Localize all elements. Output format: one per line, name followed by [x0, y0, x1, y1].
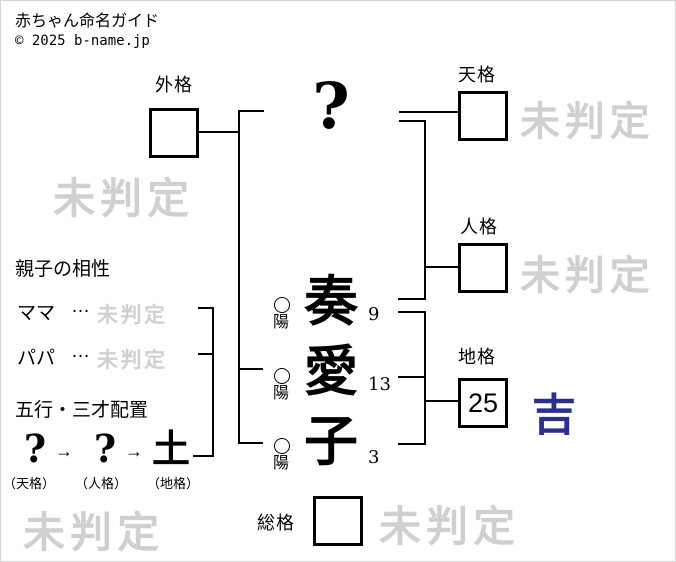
surname-placeholder: ? — [312, 69, 350, 144]
chikaku-status-kichi: 吉 — [532, 390, 576, 441]
soukaku-value-box — [313, 496, 363, 546]
gogyou-jinkaku-value: ? — [93, 426, 117, 471]
tenkaku-status-watermark: 未判定 — [520, 98, 655, 145]
sanzai-status-watermark: 未判定 — [23, 508, 165, 557]
line-gaikaku-to-char3 — [238, 442, 263, 444]
yang-circle-icon — [274, 368, 290, 384]
yinyang-label-2: 陽 — [273, 385, 290, 402]
line-papa-stub — [198, 353, 214, 355]
jinkaku-label: 人格 — [460, 217, 498, 237]
line-gaikaku-to-char2 — [238, 368, 263, 370]
papa-label: パパ — [17, 348, 56, 369]
papa-dots: … — [71, 341, 90, 362]
tenkaku-value-box — [458, 91, 508, 141]
gaikaku-label: 外格 — [155, 75, 193, 95]
mama-status-watermark: 未判定 — [97, 302, 168, 327]
chikaku-label: 地格 — [458, 347, 496, 367]
stroke-count-3: 3 — [368, 447, 380, 468]
papa-status-watermark: 未判定 — [97, 347, 168, 372]
line-jinkaku-box — [424, 266, 458, 268]
gogyou-chikaku-value: 土 — [151, 426, 190, 471]
name-char-2: 愛 — [304, 339, 358, 403]
line-char2-to-chikaku — [398, 376, 424, 378]
line-chikaku-box — [424, 400, 458, 402]
jinkaku-value-box — [458, 243, 508, 293]
gogyou-title: 五行・三才配置 — [15, 400, 149, 421]
line-mama-stub — [198, 307, 214, 309]
line-surname-to-jinkaku — [399, 120, 426, 122]
line-parents-vertical — [212, 307, 214, 457]
copyright-text: © 2025 b-name.jp — [15, 33, 150, 49]
line-char1-to-chikaku — [398, 311, 426, 313]
line-gaikaku-to-surname — [239, 110, 264, 112]
gaikaku-value-box — [149, 108, 199, 158]
gaikaku-status-watermark: 未判定 — [53, 174, 195, 223]
arrow-right-icon: → — [55, 441, 73, 461]
line-char3-to-chikaku — [398, 443, 426, 445]
gogyou-chikaku-caption: （地格） — [147, 476, 200, 491]
line-gaikaku-vertical — [238, 110, 240, 444]
line-surname-to-tenkaku — [399, 111, 458, 113]
line-gaikaku-box — [198, 131, 240, 133]
compatibility-title: 親子の相性 — [15, 259, 111, 280]
gogyou-tenkaku-value: ? — [23, 426, 47, 471]
stroke-count-1: 9 — [368, 304, 380, 325]
chikaku-value-box: 25 — [458, 378, 508, 428]
yang-circle-icon — [274, 297, 290, 313]
soukaku-label: 総格 — [257, 513, 295, 533]
line-jinkaku-vertical — [424, 120, 426, 300]
tenkaku-label: 天格 — [458, 65, 496, 85]
arrow-right-icon: → — [125, 441, 143, 461]
gogyou-tenkaku-caption: （天格） — [3, 476, 56, 491]
yang-circle-icon — [274, 438, 290, 454]
stroke-count-2: 13 — [368, 374, 391, 395]
yinyang-label-3: 陽 — [273, 455, 290, 472]
yinyang-label-1: 陽 — [273, 314, 290, 331]
name-char-3: 子 — [304, 409, 358, 473]
gogyou-jinkaku-caption: （人格） — [75, 476, 128, 491]
line-chikaku-vertical — [424, 311, 426, 445]
jinkaku-status-watermark: 未判定 — [520, 252, 655, 299]
chikaku-value: 25 — [467, 387, 499, 418]
mama-dots: … — [71, 296, 90, 317]
line-earth-stub — [193, 455, 214, 457]
name-char-1: 奏 — [304, 269, 358, 333]
line-char1-to-jinkaku — [398, 298, 426, 300]
mama-label: ママ — [17, 303, 56, 324]
soukaku-status-watermark: 未判定 — [379, 502, 521, 551]
site-title: 赤ちゃん命名ガイド — [15, 11, 160, 30]
